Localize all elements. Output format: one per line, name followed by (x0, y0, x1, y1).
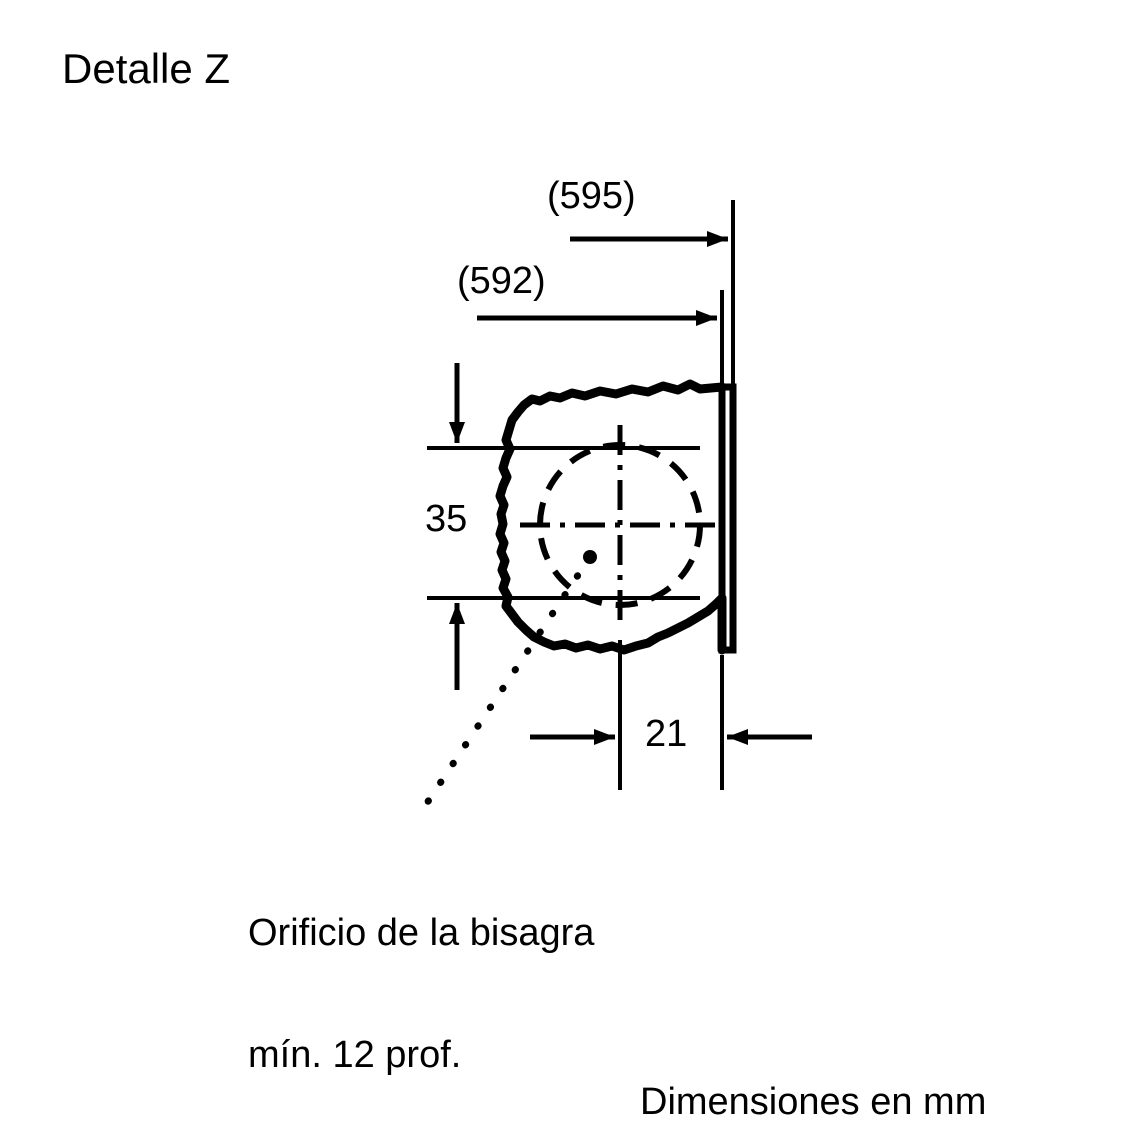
centerline-cross (520, 425, 720, 625)
dimension-label-35: 35 (425, 498, 468, 540)
panel-edge-strip (718, 383, 737, 654)
dimension-label-592: (592) (457, 260, 546, 302)
dimension-label-21: 21 (645, 713, 688, 755)
hinge-hole-note: Orificio de la bisagra mín. 12 prof. (248, 838, 594, 1140)
dotted-leader-line (421, 550, 597, 810)
leader-origin-dot (583, 550, 597, 564)
dimension-label-595: (595) (547, 175, 636, 217)
page-title: Detalle Z (62, 45, 231, 92)
hinge-hole-note-line-2: mín. 12 prof. (248, 1034, 462, 1076)
hinge-hole-note-line-1: Orificio de la bisagra (248, 912, 595, 954)
wavy-break-outline (495, 379, 727, 655)
extension-lines (618, 200, 735, 790)
units-note: Dimensiones en mm (640, 1081, 987, 1123)
